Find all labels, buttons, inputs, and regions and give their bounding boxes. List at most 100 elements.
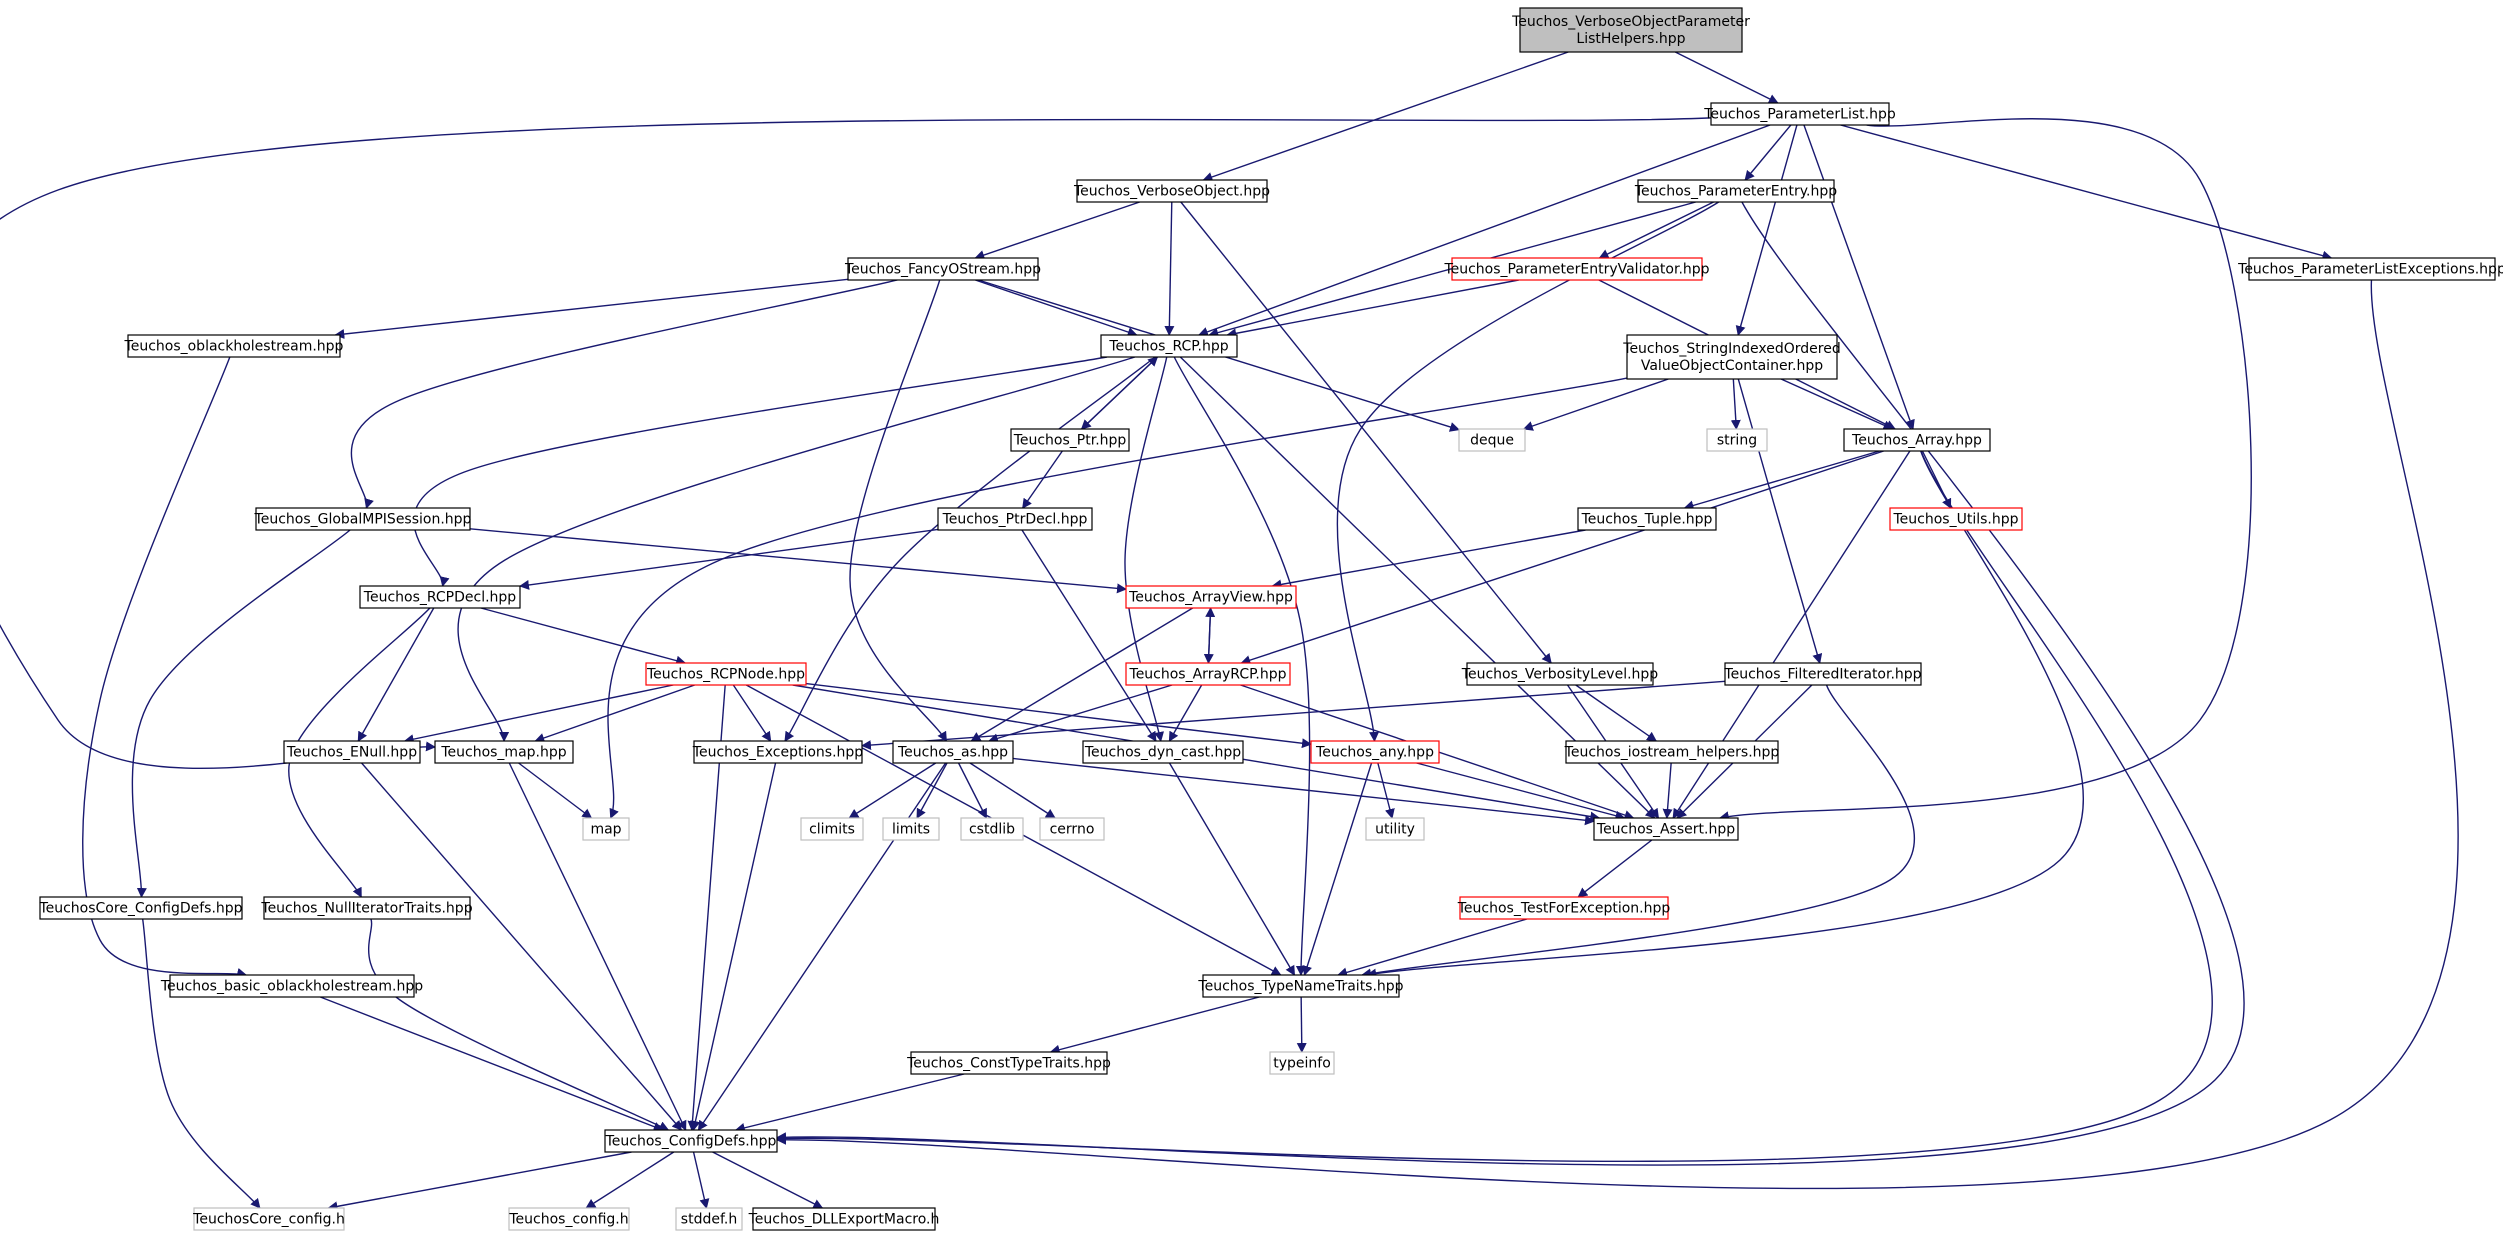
node-rcpnode[interactable]: Teuchos_RCPNode.hpp <box>645 662 807 686</box>
node-exc[interactable]: Teuchos_Exceptions.hpp <box>692 740 863 764</box>
node-label-verboseobj: Teuchos_VerboseObject.hpp <box>1073 184 1270 200</box>
node-box-assert <box>1593 817 1739 841</box>
edge-map_hpp-to-configdefs <box>508 762 687 1131</box>
edge-rcp-to-rcpdecl <box>413 356 1108 587</box>
edges-layer <box>0 51 2459 1212</box>
edge-paramentry-to-any <box>1336 201 1720 742</box>
node-box-configdefs <box>604 1129 778 1153</box>
node-box-coreconfig <box>193 1207 345 1231</box>
edge-array-to-configdefs <box>776 450 2213 1163</box>
node-box-utility <box>1365 817 1425 841</box>
node-utility: utility <box>1365 817 1425 841</box>
node-tuple[interactable]: Teuchos_Tuple.hpp <box>1577 507 1717 531</box>
node-as[interactable]: Teuchos_as.hpp <box>892 740 1014 764</box>
node-box-config <box>508 1207 630 1231</box>
edge-ptrdecl-to-dyncast <box>1021 529 1157 742</box>
node-dyncast[interactable]: Teuchos_dyn_cast.hpp <box>1082 740 1244 764</box>
node-array[interactable]: Teuchos_Array.hpp <box>1843 428 1991 452</box>
node-label-as: Teuchos_as.hpp <box>897 745 1008 761</box>
edge-verblevel-to-iohelp <box>1575 684 1658 742</box>
node-map_hpp[interactable]: Teuchos_map.hpp <box>434 740 574 764</box>
edge-ptrdecl-to-rcpdecl <box>519 528 939 590</box>
node-rcp[interactable]: Teuchos_RCP.hpp <box>1100 334 1238 358</box>
edge-tuple-to-arrayview <box>1271 529 1586 590</box>
edge-fancy-to-oblack <box>334 278 849 339</box>
node-rcpdecl[interactable]: Teuchos_RCPDecl.hpp <box>359 585 521 609</box>
node-configdefs[interactable]: Teuchos_ConfigDefs.hpp <box>604 1129 778 1153</box>
node-typeinfo: typeinfo <box>1269 1051 1335 1075</box>
node-consttt[interactable]: Teuchos_ConstTypeTraits.hpp <box>906 1051 1111 1075</box>
node-basicoblack[interactable]: Teuchos_basic_oblackholestream.hpp <box>160 974 423 998</box>
node-gmpi[interactable]: Teuchos_GlobalMPISession.hpp <box>254 507 472 531</box>
edge-configdefs-to-config <box>585 1151 675 1209</box>
node-tnt[interactable]: Teuchos_TypeNameTraits.hpp <box>1197 974 1404 998</box>
node-label-verblevel: Teuchos_VerbosityLevel.hpp <box>1461 667 1659 683</box>
node-label-tfe: Teuchos_TestForException.hpp <box>1457 901 1671 917</box>
node-fancy[interactable]: Teuchos_FancyOStream.hpp <box>844 257 1041 281</box>
node-label-typeinfo: typeinfo <box>1273 1056 1331 1072</box>
edge-fancy-to-as <box>849 279 948 742</box>
node-plexc[interactable]: Teuchos_ParameterListExceptions.hpp <box>2237 257 2503 281</box>
node-limits: limits <box>882 817 940 841</box>
edge-paramentry-to-pev <box>1598 201 1714 259</box>
edge-sio-to-string <box>1730 378 1741 430</box>
edge-configdefs-to-dllexport <box>712 1151 824 1209</box>
node-deque: deque <box>1458 428 1526 452</box>
node-box-arrayview <box>1125 585 1297 609</box>
node-label-rcpnode: Teuchos_RCPNode.hpp <box>646 667 805 683</box>
node-filtit[interactable]: Teuchos_FilteredIterator.hpp <box>1723 662 1922 686</box>
node-dllexport[interactable]: Teuchos_DLLExportMacro.h <box>748 1207 940 1231</box>
node-box-cstdlib <box>960 817 1024 841</box>
node-map: map <box>582 817 630 841</box>
node-utils[interactable]: Teuchos_Utils.hpp <box>1889 507 2023 531</box>
node-arrayrcp[interactable]: Teuchos_ArrayRCP.hpp <box>1125 662 1291 686</box>
edge-array-to-tuple <box>1683 450 1880 511</box>
node-label-exc: Teuchos_Exceptions.hpp <box>692 745 863 761</box>
node-box-root <box>1519 7 1743 53</box>
edge-as-to-climits <box>848 762 937 819</box>
node-label-cerrno: cerrno <box>1050 822 1095 838</box>
edge-assert-to-tfe <box>1577 839 1653 898</box>
node-label-basicoblack: Teuchos_basic_oblackholestream.hpp <box>160 979 423 995</box>
node-box-limits <box>882 817 940 841</box>
node-box-pev <box>1451 257 1703 281</box>
node-paramentry[interactable]: Teuchos_ParameterEntry.hpp <box>1634 179 1837 203</box>
node-tfe[interactable]: Teuchos_TestForException.hpp <box>1457 896 1671 920</box>
node-box-tuple <box>1577 507 1717 531</box>
edge-enull-to-configdefs <box>361 762 683 1131</box>
node-label-nulliter: Teuchos_NullIteratorTraits.hpp <box>260 901 472 917</box>
node-coreconfig: TeuchosCore_config.h <box>192 1207 345 1231</box>
edge-verboseobj-to-fancy <box>974 201 1140 260</box>
edge-rcpdecl-to-rcpnode <box>480 607 687 666</box>
edge-pev-to-rcp <box>1226 279 1519 339</box>
node-oblack[interactable]: Teuchos_oblackholestream.hpp <box>124 334 344 358</box>
node-verblevel[interactable]: Teuchos_VerbosityLevel.hpp <box>1461 662 1659 686</box>
node-box-tfe <box>1459 896 1669 920</box>
node-box-array <box>1843 428 1991 452</box>
edge-as-to-cerrno <box>969 762 1056 819</box>
node-arrayview[interactable]: Teuchos_ArrayView.hpp <box>1125 585 1297 609</box>
node-label-stddef: stddef.h <box>681 1212 737 1228</box>
node-assert[interactable]: Teuchos_Assert.hpp <box>1593 817 1739 841</box>
node-iohelp[interactable]: Teuchos_iostream_helpers.hpp <box>1564 740 1780 764</box>
node-coreconfigdefs[interactable]: TeuchosCore_ConfigDefs.hpp <box>38 896 243 920</box>
edge-iohelp-to-assert <box>1662 762 1673 819</box>
node-label-array: Teuchos_Array.hpp <box>1851 433 1982 449</box>
node-any[interactable]: Teuchos_any.hpp <box>1310 740 1440 764</box>
node-ptr[interactable]: Teuchos_Ptr.hpp <box>1010 428 1130 452</box>
node-box-dyncast <box>1082 740 1244 764</box>
node-label-paramentry: Teuchos_ParameterEntry.hpp <box>1634 184 1837 200</box>
node-nulliter[interactable]: Teuchos_NullIteratorTraits.hpp <box>260 896 473 920</box>
node-paramlist[interactable]: Teuchos_ParameterList.hpp <box>1703 102 1896 126</box>
node-verboseobj[interactable]: Teuchos_VerboseObject.hpp <box>1073 179 1270 203</box>
node-pev[interactable]: Teuchos_ParameterEntryValidator.hpp <box>1443 257 1710 281</box>
node-label-rcp: Teuchos_RCP.hpp <box>1108 339 1228 355</box>
edge-oblack-to-basicoblack <box>82 356 248 978</box>
node-label-tuple: Teuchos_Tuple.hpp <box>1581 512 1713 528</box>
node-ptrdecl[interactable]: Teuchos_PtrDecl.hpp <box>937 507 1093 531</box>
node-label-enull: Teuchos_ENull.hpp <box>286 745 417 761</box>
node-enull[interactable]: Teuchos_ENull.hpp <box>283 740 421 764</box>
